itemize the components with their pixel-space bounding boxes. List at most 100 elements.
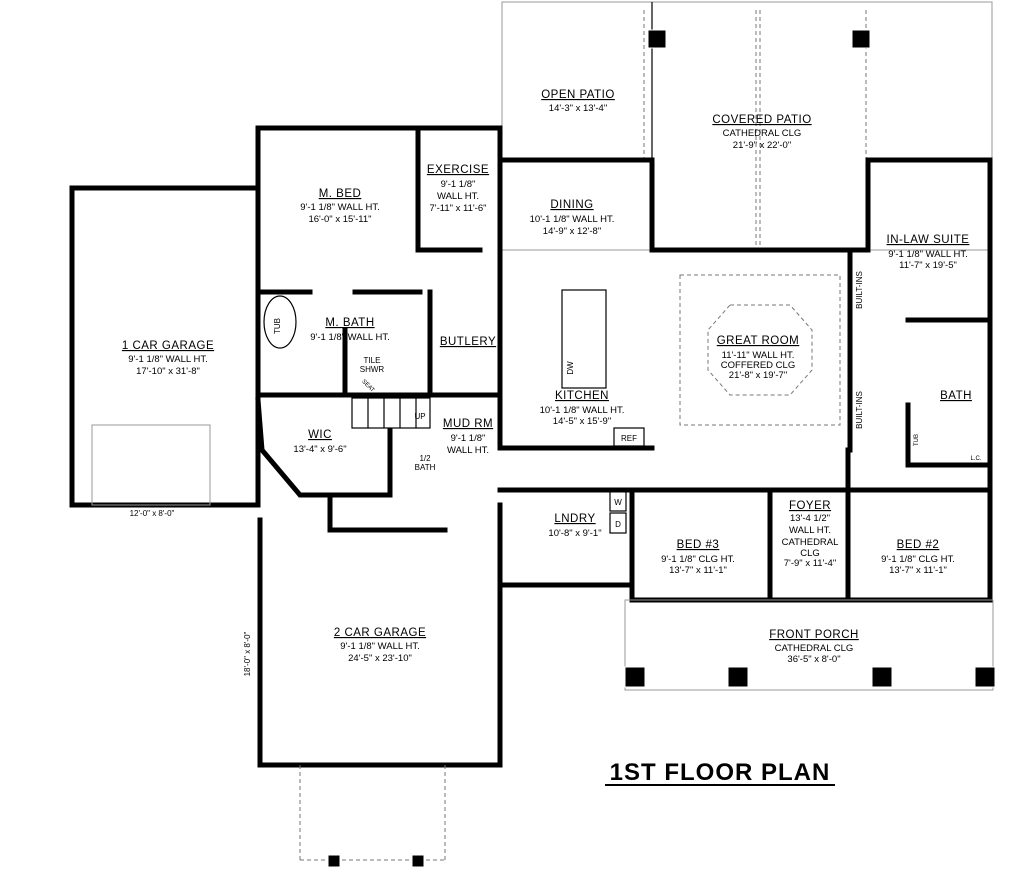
- patio-post: [647, 29, 667, 49]
- tub-label: TUB: [273, 318, 282, 334]
- room-bed-2: BED #2 9'-1 1/8" CLG HT. 13'-7" x 11'-1": [881, 539, 955, 576]
- room-name: WIC: [308, 429, 332, 441]
- plan-title: 1ST FLOOR PLAN: [610, 759, 831, 786]
- linen-closet-label: L.C.: [970, 456, 981, 462]
- room-name: LNDRY: [554, 513, 595, 525]
- room-dims: 21'-9" x 22'-0": [733, 140, 791, 151]
- room-dining: DINING 10'-1 1/8" WALL HT. 14'-9" x 12'-…: [530, 199, 615, 237]
- room-dims: 17'-10" x 31'-8": [136, 366, 200, 377]
- room-foyer: FOYER 13'-4 1/2" WALL HT. CATHEDRAL CLG …: [782, 500, 839, 569]
- room-name: BATH: [940, 390, 972, 402]
- room-dims: 7'-9" x 11'-4": [784, 558, 836, 569]
- room-name: DINING: [550, 199, 593, 211]
- room-exercise: EXERCISE 9'-1 1/8" WALL HT. 7'-11" x 11'…: [427, 164, 489, 214]
- room-wall-height: 9'-1 1/8" CLG HT.: [661, 554, 735, 565]
- room-ceiling: CATHEDRAL CLG: [723, 128, 802, 139]
- room-name: M. BATH: [325, 317, 374, 329]
- patio-post: [851, 29, 871, 49]
- room-wall-height: 9'-1 1/8" WALL HT.: [340, 641, 419, 652]
- room-wall-height: 9'-1 1/8" WALL HT.: [888, 249, 967, 260]
- room-lndry: LNDRY 10'-8" x 9'-1" W D: [548, 490, 627, 539]
- room-covered-patio: COVERED PATIO CATHEDRAL CLG 21'-9" x 22'…: [712, 114, 811, 151]
- room-dims: 14'-9" x 12'-8": [543, 226, 601, 237]
- room-name: MUD RM: [443, 418, 493, 430]
- refrigerator: [613, 427, 645, 447]
- room-bath: BATH TUB L.C.: [914, 390, 982, 462]
- room-name: COVERED PATIO: [712, 114, 811, 126]
- room-dims: 21'-8" x 19'-7": [729, 370, 787, 381]
- shower-label: SHWR: [360, 365, 385, 374]
- room-great-room: GREAT ROOM 11'-11" WALL HT. COFFERED CLG…: [717, 271, 864, 429]
- patio-outline: [501, 1, 993, 251]
- tub-label: TUB: [914, 434, 920, 446]
- room-garage-1: 1 CAR GARAGE 9'-1 1/8" WALL HT. 17'-10" …: [122, 340, 214, 518]
- room-wall-height: WALL HT.: [437, 191, 479, 202]
- front-porch-outline: [624, 599, 996, 691]
- room-name: FRONT PORCH: [769, 629, 859, 641]
- room-dims: 13'-4" x 9'-6": [293, 444, 346, 455]
- room-ceiling: CATHEDRAL CLG: [775, 643, 854, 654]
- dishwasher-label: DW: [566, 361, 575, 375]
- room-name: KITCHEN: [555, 390, 609, 402]
- stairs-up-label: UP: [414, 412, 425, 421]
- room-bed-3: BED #3 9'-1 1/8" CLG HT. 13'-7" x 11'-1": [661, 539, 735, 576]
- room-wall-height: 9'-1 1/8": [441, 179, 476, 190]
- dryer: [609, 512, 627, 534]
- shower-label: TILE: [364, 356, 381, 365]
- room-name: BED #2: [897, 539, 940, 551]
- garage-door-size: 18'-0" x 8'-0": [243, 631, 252, 676]
- room-m-bed: M. BED 9'-1 1/8" WALL HT. 16'-0" x 15'-1…: [300, 188, 379, 225]
- great-room-coffer: [679, 274, 841, 426]
- room-name: OPEN PATIO: [541, 89, 615, 101]
- stairs: [351, 397, 431, 429]
- room-wall-height: WALL HT.: [789, 525, 831, 536]
- room-mud-rm: MUD RM 9'-1 1/8" WALL HT.: [443, 418, 493, 456]
- room-dims: 13'-7" x 11'-1": [669, 565, 727, 576]
- room-name: FOYER: [789, 500, 831, 512]
- refrigerator-label: REF: [621, 434, 637, 443]
- room-wall-height: 13'-4 1/2": [790, 513, 830, 524]
- room-dims: 16'-0" x 15'-11": [308, 214, 371, 225]
- room-garage-2: 2 CAR GARAGE 9'-1 1/8" WALL HT. 24'-5" x…: [243, 627, 426, 676]
- room-name: 2 CAR GARAGE: [334, 627, 426, 639]
- room-wall-height: 9'-1 1/8": [451, 433, 486, 444]
- seat-label: SEAT: [360, 379, 375, 394]
- dryer-label: D: [615, 520, 621, 529]
- room-dims: 14'-5" x 15'-9": [553, 416, 611, 427]
- room-name: 1/2: [419, 454, 431, 463]
- porch-post: [727, 666, 749, 688]
- built-ins-label: BUILT-INS: [855, 391, 864, 429]
- room-wall-height: WALL HT.: [447, 445, 489, 456]
- room-m-bath: M. BATH 9'-1 1/8" WALL HT. TUB TILE SHWR…: [273, 317, 390, 394]
- room-name: 1 CAR GARAGE: [122, 340, 214, 352]
- room-dims: 13'-7" x 11'-1": [889, 565, 947, 576]
- patio-outlines: [501, 1, 993, 251]
- room-dims: 24'-5" x 23'-10": [348, 653, 412, 664]
- room-name: BED #3: [677, 539, 720, 551]
- built-ins-label: BUILT-INS: [855, 271, 864, 309]
- room-wall-height: 9'-1 1/8" CLG HT.: [881, 554, 955, 565]
- room-butlery: BUTLERY: [440, 336, 496, 348]
- room-wall-height: 10'-1 1/8" WALL HT.: [540, 405, 625, 416]
- room-name: BATH: [415, 463, 436, 472]
- garage-entry-outline: [91, 424, 446, 868]
- room-ceiling: COFFERED CLG: [721, 360, 795, 371]
- room-dims: 36'-5" x 8'-0": [787, 654, 840, 665]
- room-open-patio: OPEN PATIO 14'-3" x 13'-4": [541, 89, 615, 114]
- room-name: IN-LAW SUITE: [887, 234, 970, 246]
- room-half-bath: 1/2 BATH: [415, 454, 436, 472]
- room-name: EXERCISE: [427, 164, 489, 176]
- room-dims: 10'-8" x 9'-1": [548, 528, 601, 539]
- room-name: M. BED: [319, 188, 362, 200]
- room-front-porch: FRONT PORCH CATHEDRAL CLG 36'-5" x 8'-0": [769, 629, 859, 665]
- room-wall-height: 11'-11" WALL HT.: [722, 350, 795, 361]
- room-wall-height: 9'-1 1/8" WALL HT.: [300, 202, 379, 213]
- room-ceiling: CLG: [800, 548, 820, 559]
- kitchen-island: [561, 289, 607, 389]
- garage-post: [411, 854, 425, 868]
- washer: [609, 490, 627, 512]
- room-wall-height: 9'-1 1/8" WALL HT.: [310, 332, 389, 343]
- room-in-law-suite: IN-LAW SUITE 9'-1 1/8" WALL HT. 11'-7" x…: [887, 234, 970, 271]
- room-wic: WIC 13'-4" x 9'-6" UP: [293, 412, 425, 455]
